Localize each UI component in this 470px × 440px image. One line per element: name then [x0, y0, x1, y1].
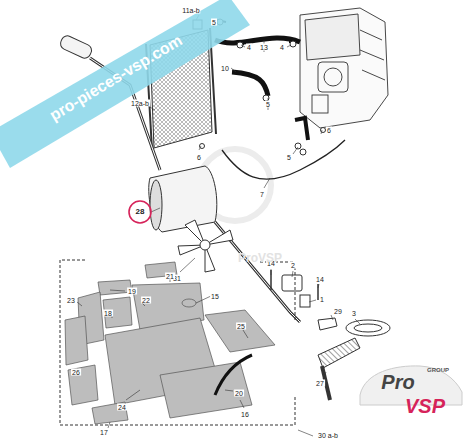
corrugated-hose — [318, 338, 360, 400]
logo-text: VSP — [405, 396, 445, 416]
callout-number: 29 — [333, 308, 343, 315]
callout-number: 21 — [165, 273, 175, 280]
callout-number: 22 — [141, 297, 151, 304]
callout-number: 30 a-b — [317, 431, 339, 438]
callout-number: 25 — [236, 323, 246, 330]
fittings — [271, 270, 390, 336]
watermark-band — [0, 0, 250, 168]
callout-number: 13 — [259, 44, 269, 51]
callout-number: 4 — [279, 44, 285, 51]
fan — [178, 220, 233, 272]
insulation-panels — [65, 262, 275, 424]
callout-number: 17 — [99, 429, 109, 436]
callout-number: 28 — [135, 208, 146, 216]
callout-number: 27 — [315, 380, 325, 387]
callout-number: 11a-b — [181, 7, 200, 14]
callout-number: 5 — [286, 154, 292, 161]
callout-number: 23 — [66, 297, 76, 304]
callout-number: 6 — [326, 127, 332, 134]
callout-number: 10 — [220, 65, 230, 72]
kit-bracket — [60, 260, 295, 425]
highlight-circle — [129, 201, 151, 223]
callout-number: 24 — [117, 404, 127, 411]
cable — [222, 140, 345, 179]
logo-text: Pro — [381, 372, 414, 392]
callout-number: 2 — [290, 262, 296, 269]
callout-number: 15 — [210, 293, 220, 300]
logo-text: GROUP — [427, 367, 449, 373]
callout-number: 16 — [240, 411, 250, 418]
callout-number: 14 — [315, 276, 325, 283]
watermark: ProVSP — [238, 252, 282, 264]
callout-number: 1 — [319, 296, 325, 303]
callout-number: 3 — [351, 310, 357, 317]
callout-number: 18 — [103, 310, 113, 317]
callout-number: 5 — [211, 19, 217, 26]
callout-number: 20 — [234, 390, 244, 397]
engine — [300, 8, 388, 128]
kit-bracket — [260, 262, 295, 320]
callout-number: 4 — [246, 44, 252, 51]
callout-number: 7 — [259, 191, 265, 198]
callout-number: 6 — [196, 154, 202, 161]
callout-number: 12a-b — [130, 100, 150, 107]
callout-number: 26 — [71, 369, 81, 376]
callout-number: 5 — [265, 101, 271, 108]
callout-number: 19 — [127, 288, 137, 295]
hoses — [215, 20, 308, 140]
